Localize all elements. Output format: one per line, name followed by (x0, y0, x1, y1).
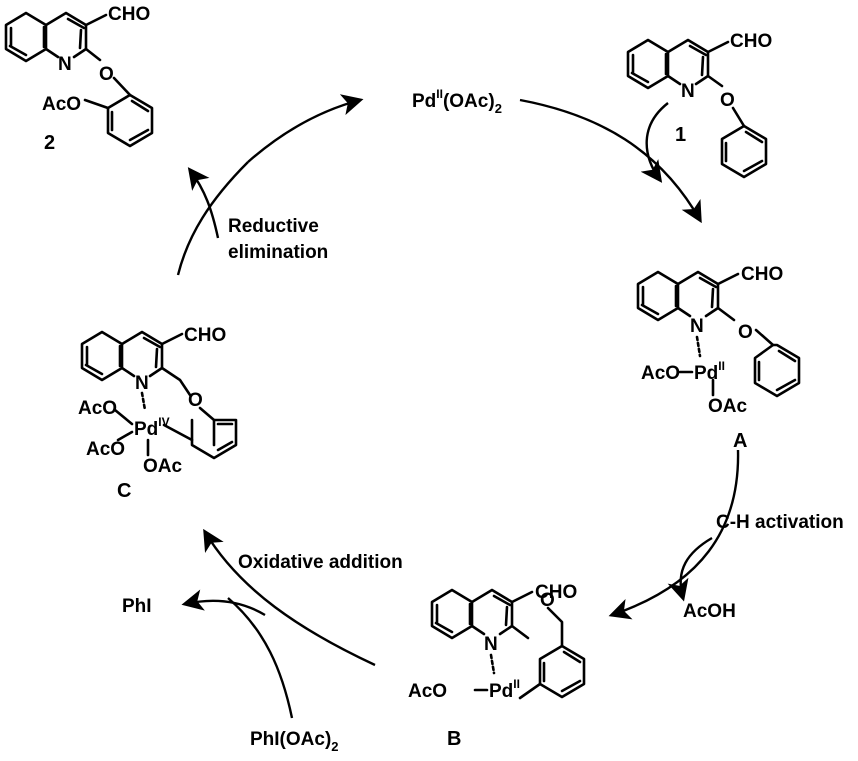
svg-text:PdII: PdII (694, 359, 725, 384)
acoh-label: AcOH (683, 601, 736, 622)
product-2-structure: CHO N O AcO (4, 4, 154, 148)
oxidative-addition-label: Oxidative addition (238, 552, 403, 573)
ch-activation-label: C-H activation (716, 512, 844, 533)
svg-text:CHO: CHO (730, 31, 772, 52)
cycle-arrow-left-top (247, 94, 364, 163)
svg-text:N: N (135, 373, 149, 394)
oxidant-label: PhI(OAc)2 (250, 729, 339, 754)
intermediate-A-structure: CHO N O AcO PdII OAc (636, 264, 801, 417)
svg-text:O: O (99, 64, 114, 85)
cycle-arrow-bottom (203, 528, 376, 667)
cycle-arrow-top-right (519, 98, 702, 224)
svg-text:N: N (690, 316, 704, 337)
svg-text:O: O (738, 322, 753, 343)
substrate-entry-arrow (640, 102, 669, 183)
svg-text:CHO: CHO (184, 325, 226, 346)
svg-text:AcO: AcO (42, 94, 81, 115)
oxidant-entry-arc (227, 597, 294, 719)
intermediate-B-label: B (447, 728, 461, 750)
svg-text:CHO: CHO (108, 4, 150, 25)
svg-text:AcO: AcO (641, 363, 680, 384)
svg-text:OAc: OAc (143, 456, 183, 477)
cycle-arrow-left (176, 161, 249, 276)
substrate-1-label: 1 (675, 124, 686, 146)
svg-text:AcO: AcO (408, 681, 447, 702)
cycle-arrow-right (608, 449, 740, 620)
svg-text:PdII: PdII (489, 677, 520, 702)
intermediate-A-label: A (733, 430, 747, 452)
catalyst-label: PdII(OAc)2 (412, 87, 502, 116)
svg-text:PdIV: PdIV (134, 415, 170, 440)
svg-text:AcO: AcO (86, 439, 125, 460)
svg-text:N: N (58, 54, 72, 75)
reductive-elimination-label-1: Reductive (228, 216, 319, 237)
svg-text:AcO: AcO (78, 398, 117, 419)
product-exit-arrow (187, 167, 220, 239)
svg-text:N: N (484, 634, 498, 655)
acoh-exit-arrow (667, 536, 713, 602)
phi-label: PhI (122, 596, 152, 617)
svg-text:CHO: CHO (741, 264, 783, 285)
svg-text:O: O (540, 590, 555, 611)
intermediate-C-label: C (117, 480, 131, 502)
svg-text:O: O (720, 90, 735, 111)
intermediate-C-structure: CHO N O AcO PdIV AcO OAc (78, 325, 238, 477)
svg-text:N: N (681, 81, 695, 102)
reductive-elimination-label-2: elimination (228, 242, 328, 263)
intermediate-B-structure: CHO N O AcO PdII (408, 582, 586, 702)
svg-text:CHO: CHO (535, 582, 577, 603)
svg-text:O: O (188, 390, 203, 411)
product-2-label: 2 (44, 132, 55, 154)
substrate-1-structure: CHO N O (626, 31, 772, 179)
phi-exit-arrow (181, 589, 266, 617)
svg-text:OAc: OAc (708, 396, 748, 417)
